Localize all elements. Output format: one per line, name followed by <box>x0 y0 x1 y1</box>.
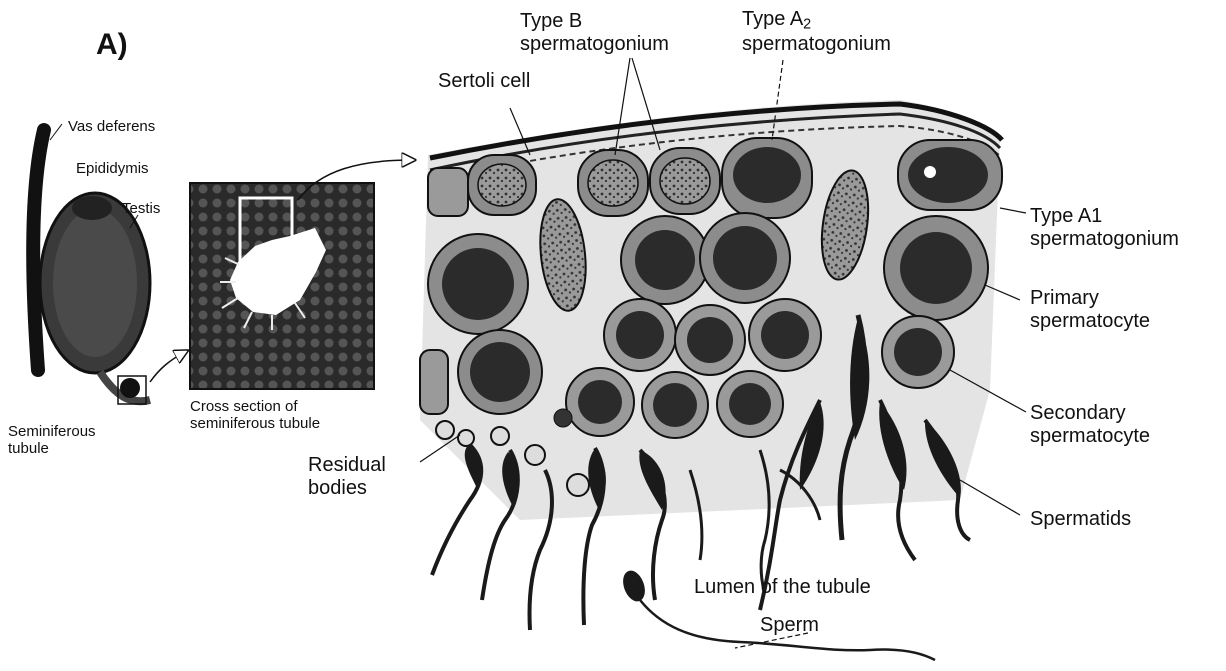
label-vas-deferens: Vas deferens <box>68 118 155 135</box>
type-b-spermatogonium-2 <box>650 148 720 214</box>
secondary-spermatocyte <box>882 316 954 388</box>
label-epididymis: Epididymis <box>76 160 149 177</box>
type-a2-spermatogonium <box>722 138 812 218</box>
label-sertoli-cell: Sertoli cell <box>438 70 530 93</box>
label-type-a2-spermatogonium: Type A2 spermatogonium <box>742 8 891 56</box>
primary-spermatocyte <box>884 216 988 320</box>
sertoli-cell <box>468 155 536 215</box>
label-sperm: Sperm <box>760 614 819 637</box>
label-lumen: Lumen of the tubule <box>694 576 871 599</box>
label-spermatids: Spermatids <box>1030 508 1131 531</box>
tubule-cross-section <box>190 160 412 389</box>
type-b-spermatogonium-1 <box>578 150 648 216</box>
type-a1-spermatogonium <box>898 140 1002 210</box>
panel-label: A) <box>96 28 128 63</box>
tubule-section-dot <box>120 378 140 398</box>
edge-cell-left <box>428 168 468 216</box>
epididymis-head <box>72 196 112 220</box>
label-testis: Testis <box>122 200 160 217</box>
